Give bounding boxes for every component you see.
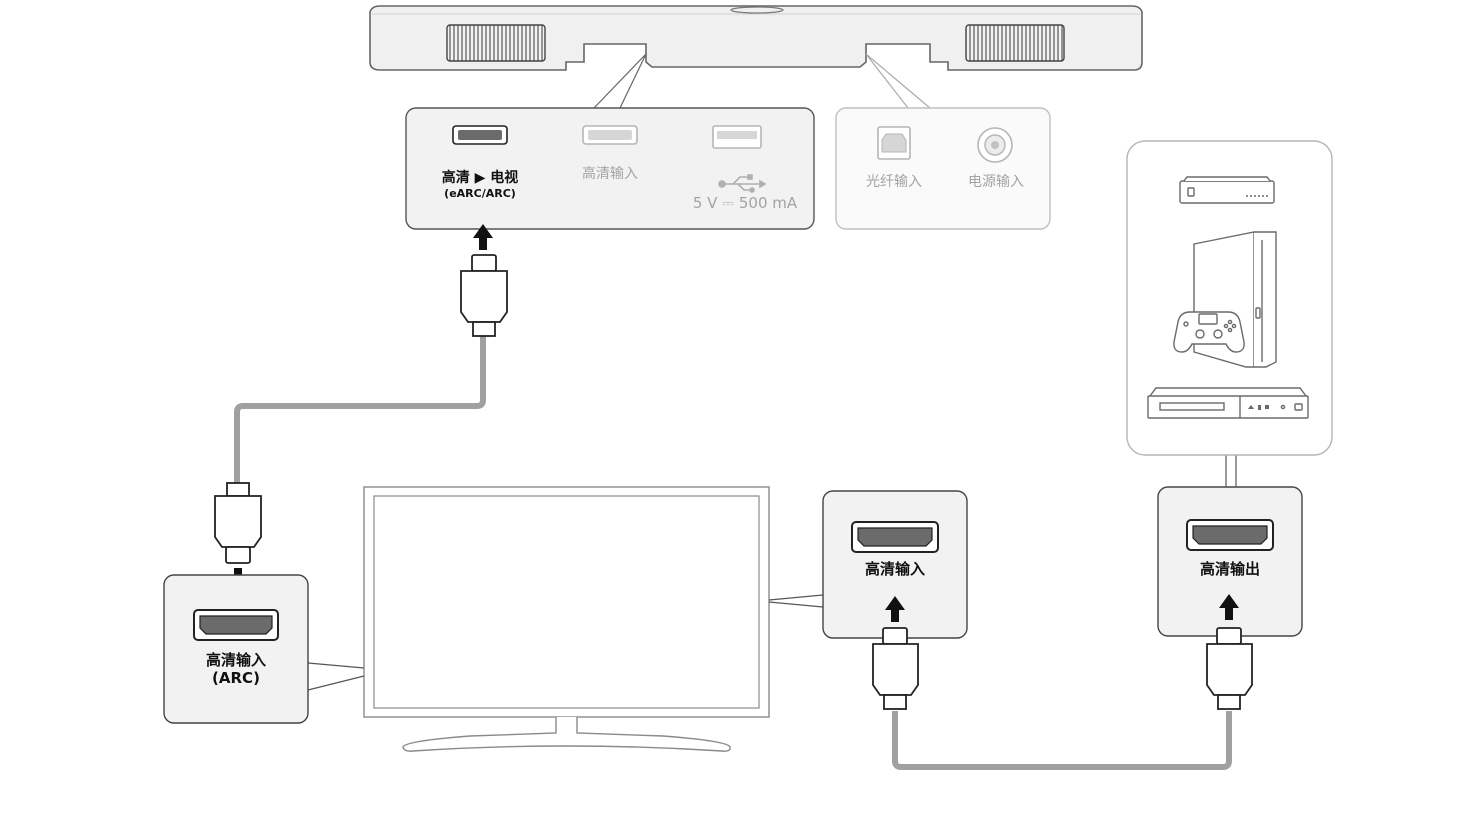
hdmi-cable-tv-device — [892, 711, 1232, 770]
usb-spec-label: 5 V ⎓ 500 mA — [692, 194, 798, 212]
optical-port-icon — [877, 126, 911, 160]
arrow-up-icon — [885, 596, 905, 622]
soundbar — [369, 5, 1143, 71]
arrow-up-icon — [473, 224, 493, 250]
tv-arc-port-sublabel: (ARC) — [212, 669, 260, 687]
tv — [363, 486, 770, 752]
hdmi-earc-port — [452, 125, 508, 145]
tv-arc-port-label: 高清输入 — [205, 651, 266, 669]
hdmi-plug-device — [1206, 627, 1253, 710]
hdmi-input-label: 高清输入 — [582, 166, 638, 182]
power-input-label: 电源输入 — [968, 174, 1024, 190]
arrow-up-icon — [1219, 594, 1239, 620]
device-hdmi-out-label: 高清输出 — [1199, 560, 1260, 578]
external-devices-box — [1126, 140, 1333, 456]
soundbar-rear-panel — [835, 107, 1051, 230]
tv-stand — [402, 717, 731, 752]
hdmi-plug-tv-hdmi-in — [872, 627, 919, 710]
right-speaker-grille — [965, 24, 1065, 62]
hdmi-earc-label: 高清 ▶ 电视 — [441, 170, 519, 186]
hdmi-plug-tv-arc — [214, 482, 262, 564]
tv-hdmi-in-label: 高清输入 — [864, 560, 925, 578]
hdmi-input-port — [582, 125, 638, 145]
power-port-icon — [977, 127, 1013, 163]
usb-icon — [718, 174, 767, 193]
set-top-box-icon — [1179, 176, 1275, 204]
tv-hdmi-in-port-panel — [822, 490, 968, 639]
hdmi-plug-soundbar — [460, 254, 508, 337]
hdmi-cable-soundbar-tv — [234, 336, 486, 483]
hdmi-earc-sublabel: (eARC/ARC) — [444, 187, 516, 200]
optical-input-label: 光纤输入 — [866, 174, 922, 190]
game-console-icon — [1173, 231, 1277, 368]
blu-ray-player-icon — [1147, 387, 1309, 419]
usb-port — [712, 125, 762, 149]
tv-arc-port-panel — [163, 574, 309, 724]
left-speaker-grille — [446, 24, 546, 62]
soundbar-port-panel — [405, 107, 815, 230]
